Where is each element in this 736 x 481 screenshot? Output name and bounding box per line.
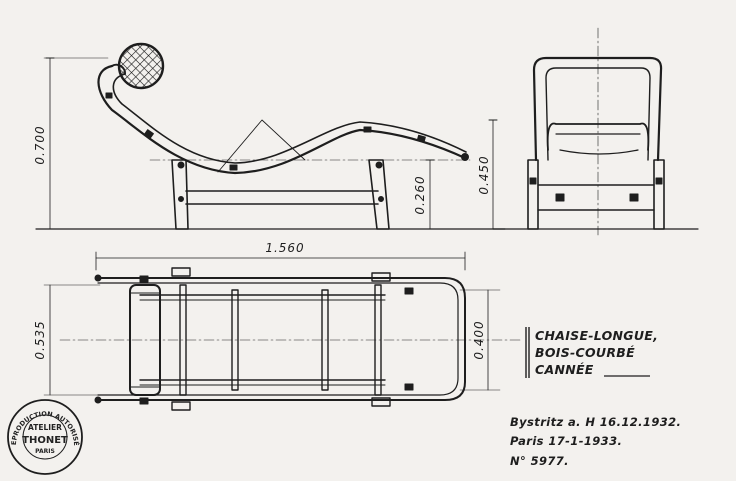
plan-frame-outer — [97, 277, 466, 401]
right-leg — [368, 159, 390, 230]
dim-seat-height: 0.260 — [413, 175, 427, 214]
dim-plan-width-inner: 0.400 — [472, 320, 486, 359]
frame-end-cap — [461, 153, 469, 161]
front-elevation — [488, 27, 699, 236]
plan-headrest-cushion — [129, 284, 161, 396]
frame-support-triangle — [217, 119, 306, 173]
dim-front-height: 0.450 — [477, 155, 491, 194]
dim-overall-length: 1.560 — [265, 241, 304, 255]
note-line-2: Paris 17-1-1933. — [510, 434, 622, 448]
note-line-3: N° 5977. — [510, 454, 569, 468]
dim-plan-width-outer: 0.535 — [33, 320, 47, 359]
stamp-line-2: THONET — [22, 435, 68, 446]
title-block: CHAISE-LONGUE, BOIS-COURBÉ CANNÉE — [525, 327, 658, 378]
left-leg — [171, 159, 189, 230]
stamp-line-1: ATELIER — [28, 423, 62, 432]
stamp-ring-text: REPRODUCTION AUTORISÉE — [0, 0, 81, 446]
front-right-leg — [653, 159, 665, 230]
frame-inner-rail — [112, 73, 467, 164]
front-left-leg — [527, 159, 539, 230]
stamp-line-3: PARIS — [35, 448, 55, 455]
title-line-2: BOIS-COURBÉ — [535, 345, 635, 360]
title-line-3: CANNÉE — [535, 362, 594, 377]
side-elevation — [35, 42, 506, 230]
dim-side-height: 0.700 — [33, 125, 47, 164]
note-line-1: Bystritz a. H 16.12.1932. — [510, 415, 681, 429]
drawing-notes: Bystritz a. H 16.12.1932. Paris 17-1-193… — [510, 415, 681, 468]
frame-outer-rail — [97, 64, 467, 175]
plan-view — [43, 251, 521, 411]
front-frame-outer — [532, 56, 663, 162]
headrest-cushion — [117, 42, 165, 90]
title-line-1: CHAISE-LONGUE, — [535, 328, 658, 343]
atelier-stamp: REPRODUCTION AUTORISÉE ATELIER THONET PA… — [0, 0, 83, 475]
